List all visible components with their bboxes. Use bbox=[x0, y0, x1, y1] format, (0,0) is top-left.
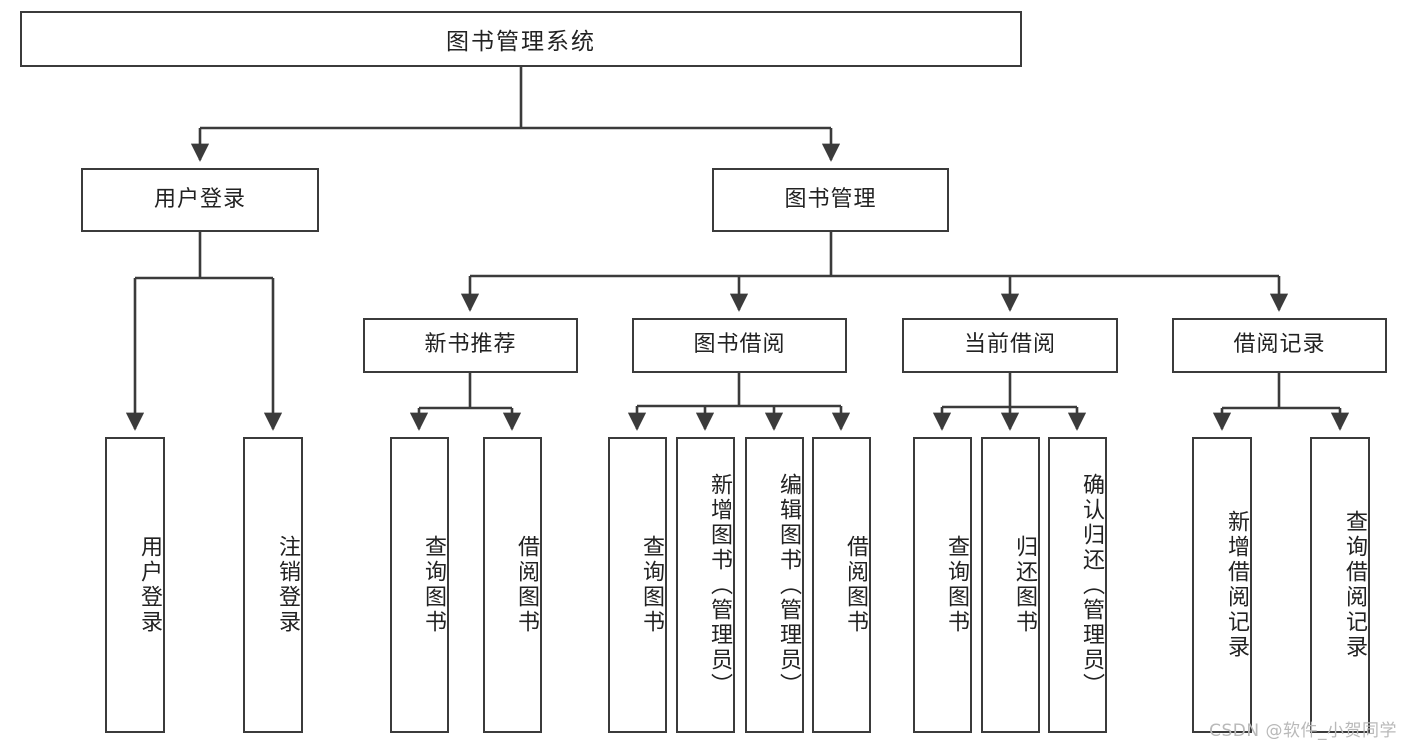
leaf-borrow-query[interactable]: 查询图书 bbox=[608, 437, 667, 733]
node-root-label: 图书管理系统 bbox=[446, 29, 596, 55]
node-book-borrow-label: 图书借阅 bbox=[693, 332, 786, 358]
leaf-rec-borrow-label: 借阅图书 bbox=[514, 535, 539, 635]
leaf-cur-return[interactable]: 归还图书 bbox=[981, 437, 1040, 733]
node-borrow-record-label: 借阅记录 bbox=[1233, 332, 1326, 358]
leaf-user-login[interactable]: 用户登录 bbox=[105, 437, 165, 733]
leaf-cur-confirm-label: 确认归还（管理员） bbox=[1079, 472, 1104, 698]
leaf-borrow-edit[interactable]: 编辑图书（管理员） bbox=[745, 437, 804, 733]
node-user-login-label: 用户登录 bbox=[153, 186, 246, 212]
node-book-borrow[interactable]: 图书借阅 bbox=[632, 318, 847, 373]
leaf-rec-add[interactable]: 新增借阅记录 bbox=[1192, 437, 1252, 733]
node-root[interactable]: 图书管理系统 bbox=[20, 11, 1022, 67]
leaf-cur-confirm[interactable]: 确认归还（管理员） bbox=[1048, 437, 1107, 733]
node-current-borrow[interactable]: 当前借阅 bbox=[902, 318, 1118, 373]
leaf-rec-borrow[interactable]: 借阅图书 bbox=[483, 437, 542, 733]
node-new-book-rec[interactable]: 新书推荐 bbox=[363, 318, 578, 373]
node-book-manage[interactable]: 图书管理 bbox=[712, 168, 949, 232]
leaf-borrow-lend[interactable]: 借阅图书 bbox=[812, 437, 871, 733]
csdn-watermark: CSDN @软件_小贺同学 bbox=[1209, 721, 1397, 741]
leaf-cur-query-label: 查询图书 bbox=[944, 535, 969, 635]
node-current-borrow-label: 当前借阅 bbox=[963, 332, 1056, 358]
node-book-manage-label: 图书管理 bbox=[784, 186, 877, 212]
leaf-rec-query-label: 查询图书 bbox=[421, 535, 446, 635]
leaf-rec-add-label: 新增借阅记录 bbox=[1224, 510, 1249, 660]
leaf-cur-return-label: 归还图书 bbox=[1012, 535, 1037, 635]
leaf-borrow-edit-label: 编辑图书（管理员） bbox=[776, 472, 801, 698]
leaf-user-logout-label: 注销登录 bbox=[275, 535, 300, 635]
leaf-borrow-query-label: 查询图书 bbox=[639, 535, 664, 635]
leaf-rec-search-label: 查询借阅记录 bbox=[1342, 510, 1367, 660]
leaf-user-logout[interactable]: 注销登录 bbox=[243, 437, 303, 733]
leaf-borrow-lend-label: 借阅图书 bbox=[843, 535, 868, 635]
node-new-book-rec-label: 新书推荐 bbox=[424, 332, 517, 358]
leaf-borrow-add[interactable]: 新增图书（管理员） bbox=[676, 437, 735, 733]
leaf-rec-query[interactable]: 查询图书 bbox=[390, 437, 449, 733]
leaf-borrow-add-label: 新增图书（管理员） bbox=[707, 472, 732, 698]
leaf-rec-search[interactable]: 查询借阅记录 bbox=[1310, 437, 1370, 733]
node-user-login[interactable]: 用户登录 bbox=[81, 168, 319, 232]
leaf-cur-query[interactable]: 查询图书 bbox=[913, 437, 972, 733]
node-borrow-record[interactable]: 借阅记录 bbox=[1172, 318, 1387, 373]
leaf-user-login-label: 用户登录 bbox=[137, 535, 162, 635]
